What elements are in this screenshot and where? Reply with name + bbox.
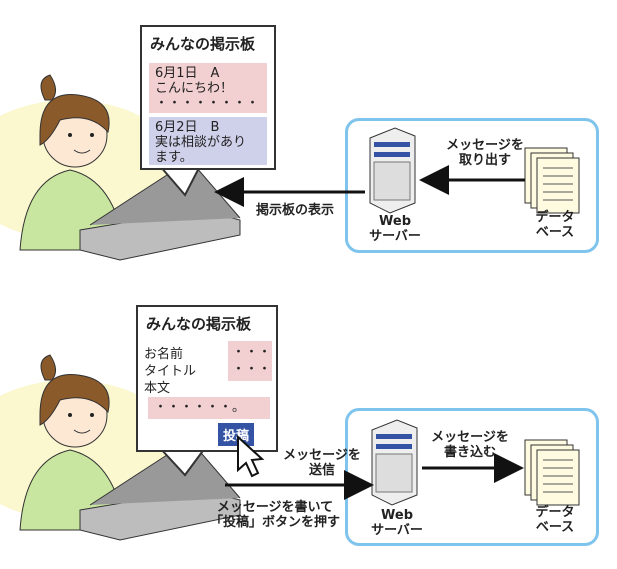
post-body: こんにちわ！ ・・・・・・・・: [155, 81, 260, 111]
database-label-bottom: データ ベース: [535, 505, 575, 535]
board-title: みんなの掲示板: [146, 315, 252, 333]
board-bubble-bottom: みんなの掲示板 お名前 タイトル 本文 ・・・ ・・・ ・・・・・・。 投稿: [136, 305, 278, 452]
body-label: 本文: [144, 381, 171, 396]
retrieve-label: メッセージを 取り出す: [446, 138, 524, 168]
server-label-top: Web サーバー: [369, 214, 421, 244]
post-header: 6月1日 A: [155, 66, 220, 81]
post-header: 6月2日 B: [155, 120, 220, 135]
board-title: みんなの掲示板: [150, 35, 256, 53]
field-labels: お名前 タイトル 本文: [140, 343, 224, 400]
name-input[interactable]: ・・・: [232, 345, 272, 360]
cursor-icon: [237, 434, 265, 478]
cursor-layer: [237, 434, 265, 478]
instruction-label: メッセージを書いて 「投稿」ボタンを押す: [209, 500, 340, 530]
display-label: 掲示板の表示: [255, 203, 334, 218]
server-label-bottom: Web サーバー: [371, 508, 423, 538]
web-server-icon-top: [369, 127, 416, 214]
name-title-inputs[interactable]: ・・・ ・・・: [228, 341, 272, 381]
name-label: お名前: [144, 347, 184, 362]
database-icon-bottom: [524, 439, 580, 506]
web-server-icon-bottom: [371, 419, 418, 506]
bubble-tail-bottom: [157, 447, 207, 477]
send-label: メッセージを 送信: [283, 448, 361, 478]
post-body: 実は相談があり ます。: [155, 135, 247, 165]
bubble-tail-top: [157, 165, 202, 197]
title-input[interactable]: ・・・: [232, 362, 272, 377]
title-label: タイトル: [144, 364, 197, 379]
write-label: メッセージを 書き込む: [431, 430, 509, 460]
database-label-top: データ ベース: [535, 210, 575, 240]
body-input[interactable]: ・・・・・・。: [148, 397, 270, 419]
